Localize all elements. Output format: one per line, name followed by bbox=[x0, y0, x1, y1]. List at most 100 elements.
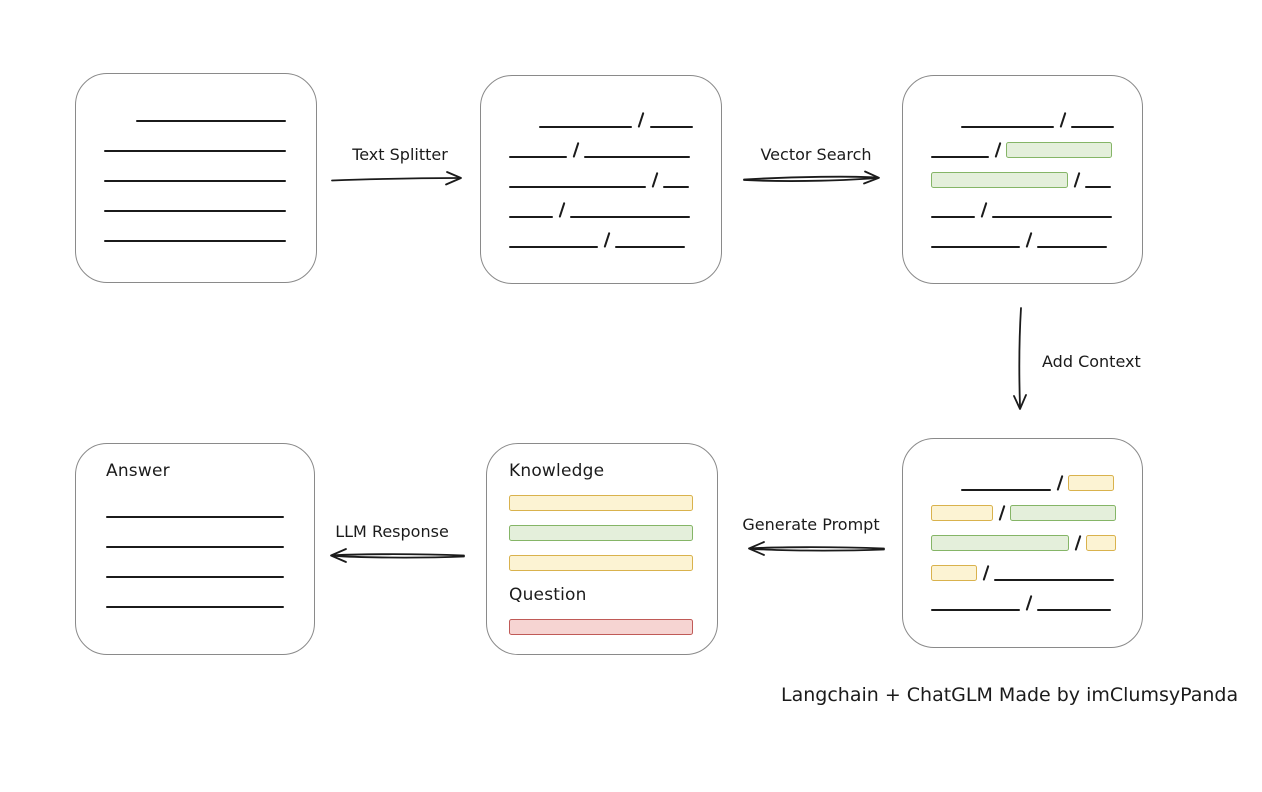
green-chunk-chip bbox=[1006, 142, 1113, 158]
slash-separator bbox=[994, 142, 1002, 158]
indent-space bbox=[931, 490, 961, 491]
indent-space bbox=[104, 121, 136, 122]
yellow-bar bbox=[509, 495, 693, 511]
green-chunk-chip bbox=[931, 172, 1068, 188]
generate-prompt-label: Generate Prompt bbox=[742, 515, 880, 534]
green-chunk-chip bbox=[1010, 505, 1117, 521]
text-line bbox=[931, 246, 1020, 248]
text-row bbox=[106, 488, 284, 518]
text-line bbox=[106, 576, 284, 578]
text-line bbox=[104, 180, 286, 182]
green-bar bbox=[509, 525, 693, 541]
text-line bbox=[615, 246, 686, 248]
text-line bbox=[509, 186, 646, 188]
text-row bbox=[931, 98, 1114, 128]
arrow-text-splitter: Text Splitter bbox=[330, 144, 470, 188]
text-line bbox=[106, 546, 284, 548]
text-row bbox=[104, 122, 288, 152]
text-line bbox=[1071, 126, 1114, 128]
credit-caption: Langchain + ChatGLM Made by imClumsyPand… bbox=[781, 684, 1239, 706]
document-lines bbox=[76, 74, 316, 242]
text-line bbox=[570, 216, 691, 218]
text-line bbox=[104, 240, 286, 242]
chunk-lines bbox=[481, 76, 721, 248]
prompt-node: Knowledge Question bbox=[486, 443, 718, 655]
text-row bbox=[104, 92, 288, 122]
knowledge-bars bbox=[487, 495, 717, 571]
yellow-bar bbox=[509, 555, 693, 571]
text-row bbox=[106, 578, 284, 608]
slash-separator bbox=[1025, 232, 1033, 248]
red-bar bbox=[509, 619, 693, 635]
context-node bbox=[902, 438, 1143, 648]
slash-separator bbox=[558, 202, 566, 218]
slash-separator bbox=[1073, 172, 1081, 188]
text-line bbox=[136, 120, 286, 122]
text-line bbox=[1037, 246, 1108, 248]
arrow-llm-response: LLM Response bbox=[318, 521, 466, 565]
text-row bbox=[931, 521, 1117, 551]
llm-response-label: LLM Response bbox=[335, 522, 449, 541]
slash-separator bbox=[980, 202, 988, 218]
text-row bbox=[106, 518, 284, 548]
text-line bbox=[106, 516, 284, 518]
text-line bbox=[961, 489, 1051, 491]
text-line bbox=[994, 579, 1114, 581]
text-row bbox=[509, 98, 693, 128]
arrow-generate-prompt: Generate Prompt bbox=[736, 514, 886, 558]
document-node bbox=[75, 73, 317, 283]
vector-search-label: Vector Search bbox=[760, 145, 872, 164]
text-line bbox=[104, 150, 286, 152]
text-line bbox=[584, 156, 691, 158]
text-line bbox=[649, 126, 693, 128]
question-label: Question bbox=[509, 585, 587, 605]
text-row bbox=[931, 158, 1114, 188]
yellow-chunk-chip bbox=[1086, 535, 1117, 551]
slash-separator bbox=[1025, 595, 1033, 611]
text-splitter-label: Text Splitter bbox=[352, 145, 448, 164]
text-line bbox=[509, 246, 598, 248]
text-row bbox=[104, 212, 288, 242]
text-line bbox=[509, 216, 553, 218]
text-row bbox=[931, 218, 1114, 248]
slash-separator bbox=[982, 565, 990, 581]
question-bars bbox=[487, 619, 717, 635]
answer-node: Answer bbox=[75, 443, 315, 655]
text-row bbox=[931, 581, 1114, 611]
text-row bbox=[509, 158, 693, 188]
text-line bbox=[931, 156, 989, 158]
slash-separator bbox=[998, 505, 1006, 521]
yellow-chunk-chip bbox=[931, 565, 977, 581]
text-line bbox=[961, 126, 1054, 128]
indent-space bbox=[931, 127, 961, 128]
text-line bbox=[992, 216, 1113, 218]
left-arrow-icon bbox=[330, 548, 465, 563]
text-row bbox=[931, 188, 1114, 218]
slash-separator bbox=[1074, 535, 1082, 551]
text-row bbox=[106, 548, 284, 578]
right-arrow-icon bbox=[743, 170, 880, 185]
yellow-chunk-chip bbox=[1068, 475, 1114, 491]
text-line bbox=[539, 126, 633, 128]
text-line bbox=[1037, 609, 1112, 611]
left-arrow-icon bbox=[748, 541, 885, 556]
knowledge-label: Knowledge bbox=[509, 461, 605, 481]
context-lines bbox=[903, 439, 1142, 611]
green-chunk-chip bbox=[931, 535, 1069, 551]
text-row bbox=[509, 128, 693, 158]
answer-label: Answer bbox=[106, 461, 170, 481]
text-line bbox=[931, 216, 975, 218]
slash-separator bbox=[603, 232, 611, 248]
slash-separator bbox=[1056, 475, 1064, 491]
text-line bbox=[106, 606, 284, 608]
slash-separator bbox=[1059, 112, 1067, 128]
match-lines bbox=[903, 76, 1142, 248]
slash-separator bbox=[637, 112, 646, 128]
arrow-add-context: Add Context bbox=[1008, 306, 1158, 418]
text-row bbox=[931, 491, 1117, 521]
vector-matches-node bbox=[902, 75, 1143, 284]
text-line bbox=[931, 609, 1020, 611]
yellow-chunk-chip bbox=[931, 505, 993, 521]
indent-space bbox=[509, 127, 539, 128]
